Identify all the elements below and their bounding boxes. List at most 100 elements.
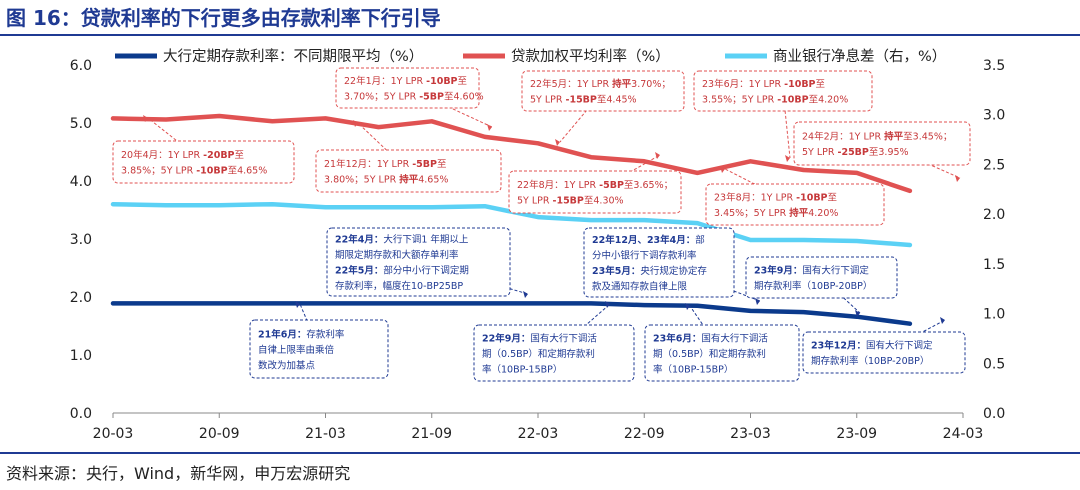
annotation-run: 23年6月：	[653, 332, 701, 344]
annotation-arrowhead	[143, 115, 148, 122]
y-left-tick-label: 6.0	[70, 58, 92, 74]
annotation-arrowhead	[720, 166, 725, 173]
annotation-run: 3.80%；5Y LPR	[324, 175, 399, 186]
annotation-run: -5BP	[599, 180, 624, 191]
annotation-b2: 22年12月、23年4月：部分中小银行下调存款利率23年5月：央行规定协定存款及…	[583, 227, 761, 305]
annotation-text: 20年4月：1Y LPR -20BP至	[121, 149, 244, 161]
annotation-a5: 21年12月：1Y LPR -5BP至3.80%；5Y LPR 持平4.65%	[315, 120, 502, 193]
annotation-text: 率（10BP-15BP）	[482, 363, 562, 375]
annotation-run: 至3.95%	[869, 147, 909, 158]
annotation-run: 持平	[612, 78, 632, 90]
annotation-run: -25BP	[838, 147, 869, 158]
annotation-arrowhead	[685, 303, 690, 310]
annotation-run: 国有大行下调定	[866, 340, 933, 352]
annotation-arrowhead	[353, 120, 358, 127]
annotation-run: 至4.30%	[584, 196, 624, 207]
annotation-run: 22年5月：	[335, 265, 383, 277]
annotation-run: -10BP	[426, 76, 457, 87]
y-left-tick-label: 2.0	[70, 290, 92, 306]
annotation-b1: 22年4月：大行下调1 年期以上期限定期存款和大额存单利率22年5月：部分中小行…	[326, 227, 529, 298]
annotation-box	[326, 227, 511, 297]
annotation-run: 分中小银行下调存款利率	[592, 250, 697, 262]
annotation-run: 20年4月：	[121, 149, 168, 161]
annotation-text: 5Y LPR -25BP至3.95%	[802, 147, 909, 158]
source-note: 资料来源：央行，Wind，新华网，申万宏源研究	[6, 464, 351, 483]
annotation-run: 至4.65%	[228, 166, 268, 177]
annotation-text: 数改为加基点	[258, 359, 316, 371]
x-tick-label: 22-03	[518, 426, 559, 442]
y-right-tick-label: 2.5	[983, 157, 1005, 173]
source-divider	[0, 452, 1080, 454]
annotation-run: 1Y LPR	[377, 159, 413, 170]
annotation-run: 23年8月：	[714, 192, 761, 204]
annotation-box	[335, 67, 480, 109]
annotation-arrowhead	[655, 152, 660, 159]
annotation-run: 1Y LPR	[168, 150, 204, 161]
annotation-arrowhead	[955, 175, 960, 182]
annotation-box	[249, 319, 389, 379]
annotation-text: 3.55%；5Y LPR -10BP至4.20%	[702, 95, 848, 106]
annotation-text: 23年8月：1Y LPR -10BP至	[714, 192, 837, 204]
annotation-arrowhead	[605, 301, 610, 308]
annotation-arrowhead	[487, 124, 492, 131]
annotation-arrowhead	[523, 291, 528, 298]
annotation-text: 存款利率，幅度在10-BP25BP	[335, 280, 463, 292]
annotation-run: 5Y LPR	[802, 147, 838, 158]
annotation-run: 1Y LPR	[577, 79, 613, 90]
annotation-text: 率（10BP-15BP）	[653, 363, 733, 375]
x-tick-label: 23-09	[836, 426, 877, 442]
annotation-a2: 22年5月：1Y LPR 持平3.70%；5Y LPR -15BP至4.45%	[521, 70, 685, 146]
annotation-run: 3.70%；	[631, 79, 671, 90]
annotation-box	[583, 227, 735, 298]
annotation-run: 期存款利率（10BP-20BP）	[811, 355, 929, 367]
annotation-text: 期（0.5BP）和定期存款利	[653, 348, 766, 360]
annotation-text: 分中小银行下调存款利率	[592, 250, 697, 262]
annotation-arrowhead	[855, 310, 860, 317]
annotation-run: 至	[458, 76, 468, 87]
deposit-rate-line	[110, 301, 913, 326]
x-tick-label: 21-09	[411, 426, 452, 442]
loan-rate-line	[110, 113, 913, 194]
annotation-run: 1Y LPR	[761, 193, 797, 204]
annotation-run: 5Y LPR	[530, 95, 566, 106]
annotation-a4: 20年4月：1Y LPR -20BP至 3.85%；5Y LPR -10BP至4.…	[112, 115, 295, 184]
annotation-text: 期（0.5BP）和定期存款利	[482, 348, 595, 360]
annotation-run: 23年9月：	[754, 265, 802, 277]
annotation-run: 22年5月：	[530, 78, 577, 90]
annotation-run: -20BP	[203, 150, 234, 161]
annotation-run: 5Y LPR	[517, 196, 553, 207]
y-right-tick-label: 1.0	[983, 307, 1005, 323]
annotation-arrowhead	[295, 301, 300, 308]
annotation-box	[508, 170, 682, 214]
annotation-run: 至4.60%	[444, 92, 484, 103]
annotation-run: 至	[828, 193, 838, 204]
legend-label: 大行定期存款利率：不同期限平均（%）	[163, 48, 423, 65]
annotation-run: 国有大行下调活	[530, 332, 597, 344]
annotation-text: 3.85%；5Y LPR -10BP至4.65%	[121, 166, 267, 177]
annotation-text: 22年8月：1Y LPR -5BP至3.65%；	[517, 179, 673, 191]
annotation-run: 21年6月：	[258, 328, 306, 340]
annotation-run: 3.85%；5Y LPR	[121, 166, 196, 177]
annotation-run: 自律上限率由乘倍	[258, 344, 335, 356]
annotation-run: 至	[816, 79, 826, 90]
x-tick-label: 23-03	[730, 426, 771, 442]
annotation-box	[745, 256, 898, 299]
annotation-box	[693, 70, 873, 112]
annotation-run: 23年6月：	[702, 78, 749, 90]
annotation-run: 22年9月：	[482, 332, 530, 344]
annotation-run: 至3.65%；	[624, 180, 673, 191]
legend-label: 商业银行净息差（右，%）	[773, 48, 946, 65]
annotation-run: 至3.45%；	[903, 132, 952, 143]
annotation-run: -10BP	[777, 95, 808, 106]
figure-title: 图 16：贷款利率的下行更多由存款利率下行引导	[6, 6, 441, 30]
annotation-box	[793, 121, 971, 166]
legend: 大行定期存款利率：不同期限平均（%）贷款加权平均利率（%）商业银行净息差（右，%…	[115, 48, 946, 65]
annotation-run: 1Y LPR	[564, 180, 600, 191]
annotation-run: 至4.20%	[809, 95, 849, 106]
annotation-run: 22年8月：	[517, 179, 564, 191]
